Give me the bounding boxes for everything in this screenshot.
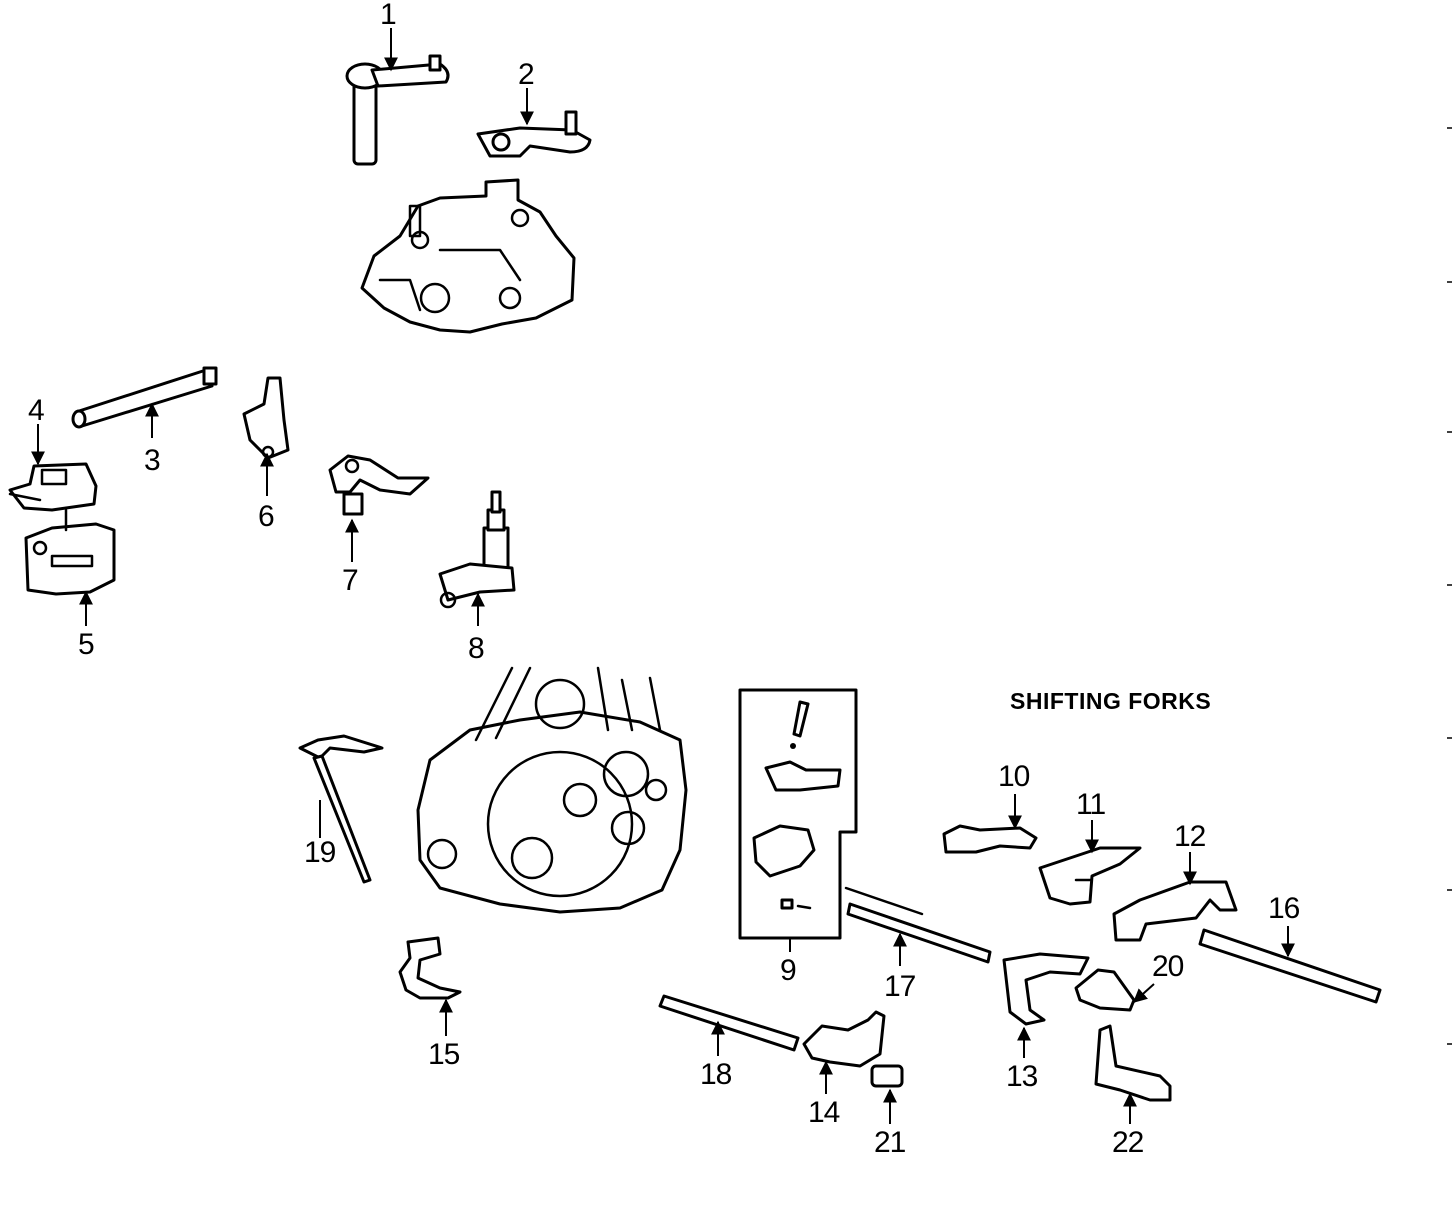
part-8-shaft-assembly (438, 490, 516, 609)
callout-11: 11 (1076, 788, 1105, 821)
callout-2: 2 (518, 58, 534, 91)
part-7-arm (328, 454, 430, 516)
leader-lines (31, 28, 1295, 1124)
part-17-rod (844, 886, 992, 964)
part-15-lever (398, 936, 462, 1000)
callout-19: 19 (304, 836, 336, 869)
part-13-fork (1002, 952, 1090, 1026)
transmission-case (416, 666, 688, 914)
callout-9: 9 (780, 954, 796, 987)
callout-labels: 1 2 3 4 5 6 7 8 9 10 11 12 13 14 15 16 1… (28, 0, 1301, 1159)
callout-5: 5 (78, 628, 94, 661)
page-edge-ticks (1447, 127, 1452, 1045)
callout-17: 17 (884, 970, 916, 1003)
part-11-fork (1038, 846, 1142, 906)
part-5-bracket (24, 508, 116, 596)
callout-1: 1 (380, 0, 396, 31)
transmission-housing-upper (360, 178, 576, 334)
callout-18: 18 (700, 1058, 732, 1091)
callout-22: 22 (1112, 1126, 1144, 1159)
part-12-fork (1112, 880, 1238, 942)
part-10-fork (942, 824, 1038, 854)
part-14-fork (802, 1010, 886, 1068)
part-22-bracket (1094, 1024, 1172, 1102)
callout-6: 6 (258, 500, 274, 533)
part-19-lever-rod (298, 734, 384, 884)
part-1-shift-lever (345, 54, 450, 166)
part-20-piece (1074, 968, 1136, 1012)
callout-12: 12 (1174, 820, 1206, 853)
callout-14: 14 (808, 1096, 840, 1129)
part-6-interlock (242, 376, 290, 460)
part-21-piece (870, 1064, 904, 1088)
callout-20: 20 (1152, 950, 1184, 983)
callout-16: 16 (1268, 892, 1300, 925)
callout-3: 3 (144, 444, 160, 477)
part-16-rod (1198, 928, 1382, 1004)
callout-7: 7 (342, 564, 358, 597)
part-2-lever (476, 110, 592, 158)
callout-10: 10 (998, 760, 1030, 793)
callout-13: 13 (1006, 1060, 1038, 1093)
part-4-holder (8, 462, 98, 512)
callout-21: 21 (874, 1126, 906, 1159)
part-3-shaft (71, 366, 218, 429)
part-9-kit (738, 688, 858, 940)
callout-8: 8 (468, 632, 484, 665)
section-title-shifting-forks: SHIFTING FORKS (1010, 688, 1211, 714)
callout-4: 4 (28, 394, 44, 427)
callout-15: 15 (428, 1038, 460, 1071)
part-18-rod (658, 994, 800, 1052)
